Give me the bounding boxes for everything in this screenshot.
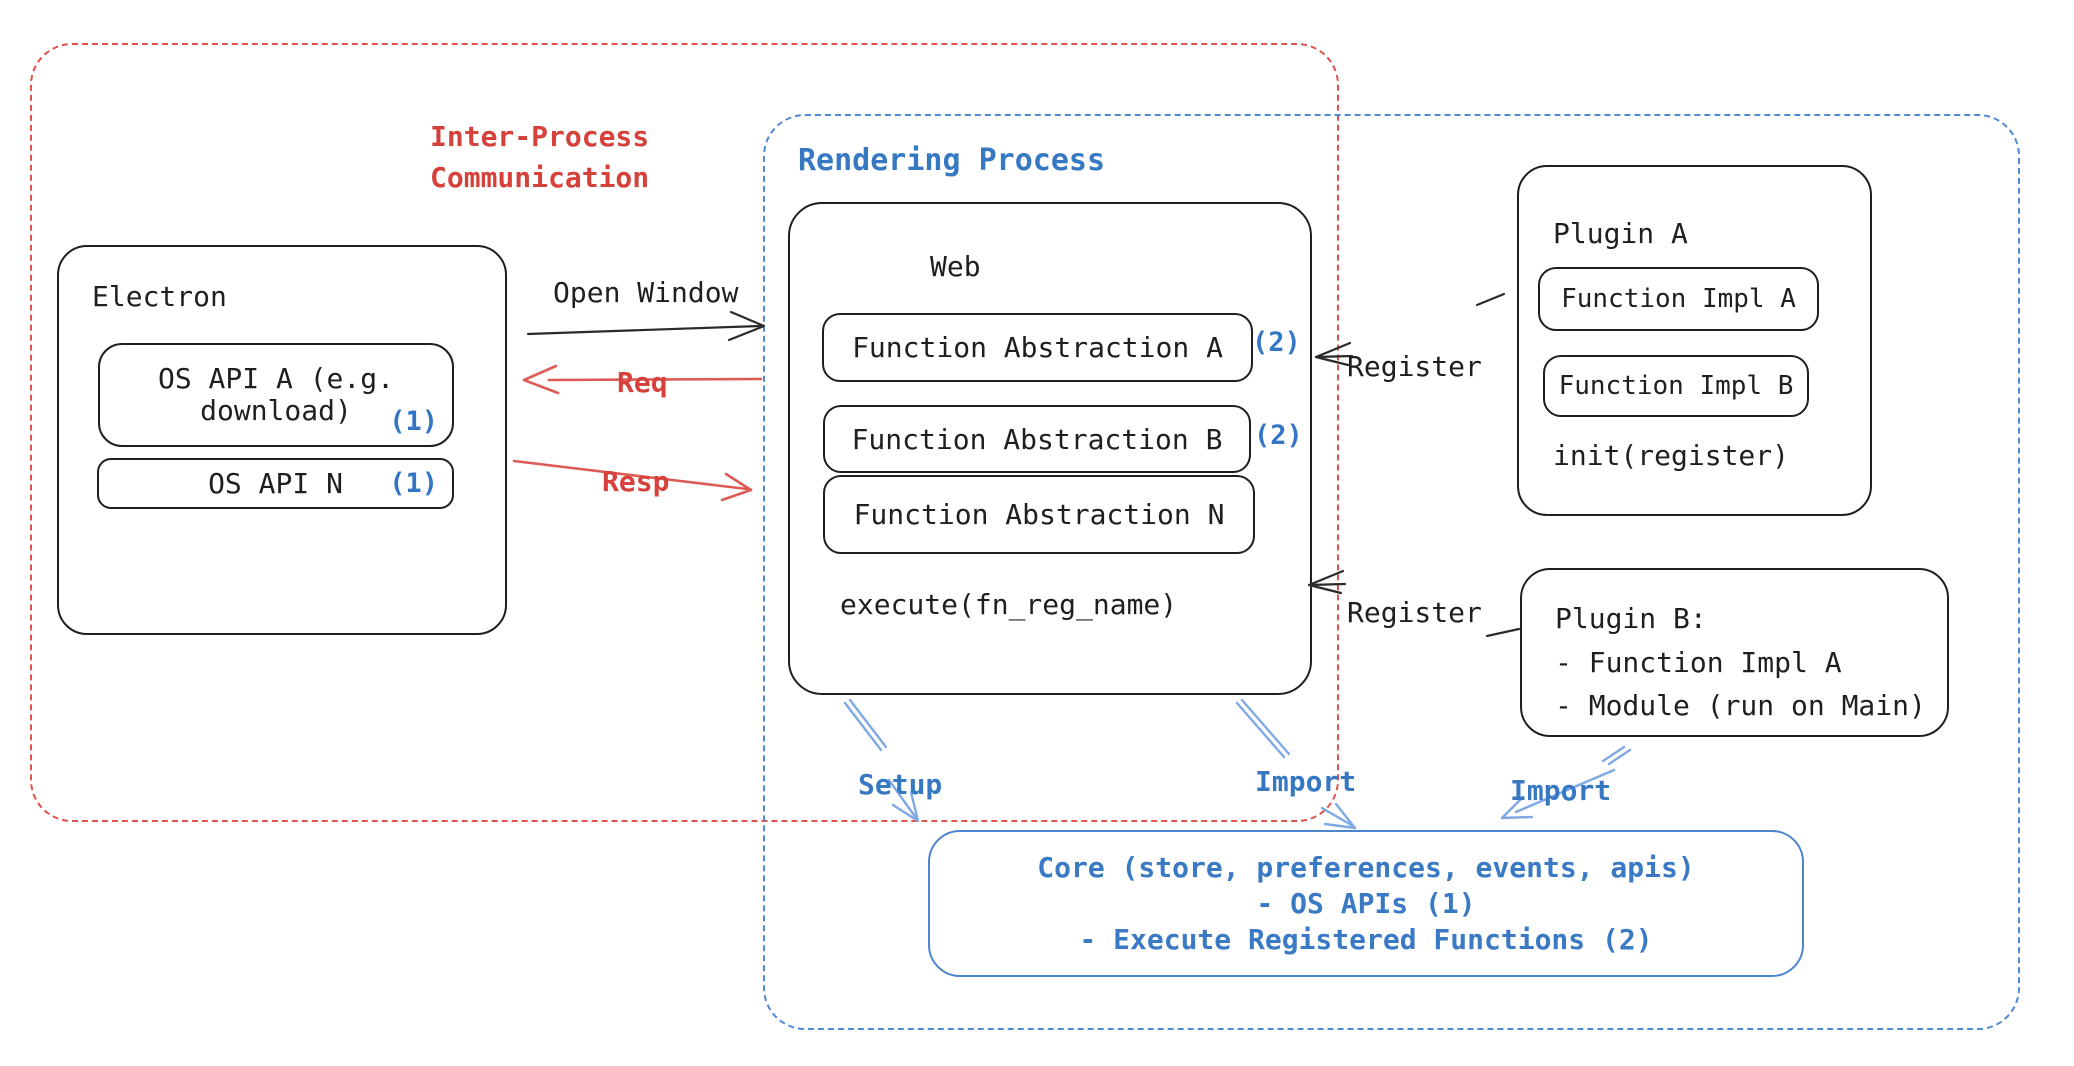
- function-impl-a-box: Function Impl A: [1538, 267, 1819, 331]
- function-abstraction-n-label: Function Abstraction N: [853, 498, 1225, 531]
- function-abstraction-b-box: Function Abstraction B: [823, 405, 1251, 473]
- os-api-n-label: OS API N: [208, 467, 343, 500]
- rendering-process-dashed-box: [763, 114, 2020, 1030]
- os-api-a-box: OS API A (e.g.download) (1): [98, 343, 454, 447]
- plugin-b-text: Plugin B: - Function Impl A - Module (run …: [1555, 597, 1926, 728]
- electron-title: Electron: [92, 280, 227, 313]
- core-line1: Core (store, preferences, events, apis): [1037, 850, 1695, 884]
- core-line2: - OS APIs (1): [1256, 886, 1476, 920]
- os-api-n-badge: (1): [389, 468, 438, 499]
- import-web-label: Import: [1255, 765, 1357, 798]
- req-label: Req: [617, 366, 668, 399]
- ipc-label-line2: Communication: [430, 161, 650, 194]
- ipc-label-line1: Inter-Process: [430, 120, 650, 153]
- os-api-n-box: OS API N (1): [97, 458, 454, 509]
- register-bottom-label: Register: [1347, 596, 1482, 629]
- plugin-b-line3: - Module (run on Main): [1555, 689, 1926, 722]
- os-api-a-line2: download): [200, 394, 352, 427]
- function-impl-b-box: Function Impl B: [1543, 355, 1809, 417]
- setup-label: Setup: [858, 768, 943, 801]
- function-abstraction-a-label: Function Abstraction A: [852, 331, 1223, 364]
- init-register-label: init(register): [1553, 439, 1790, 472]
- resp-label: Resp: [602, 465, 670, 498]
- core-line3: - Execute Registered Functions (2): [1079, 922, 1653, 956]
- function-impl-a-label: Function Impl A: [1561, 284, 1796, 314]
- web-title: Web: [930, 250, 981, 283]
- import-plugin-label: Import: [1510, 774, 1612, 807]
- rendering-process-label: Rendering Process: [798, 143, 1106, 178]
- function-abstraction-a-badge: (2): [1252, 327, 1301, 358]
- os-api-a-badge: (1): [389, 406, 438, 437]
- function-abstraction-n-box: Function Abstraction N: [823, 475, 1255, 554]
- plugin-b-box: [1520, 568, 1949, 737]
- plugin-a-title: Plugin A: [1553, 217, 1688, 250]
- ipc-dashed-box: [30, 43, 1339, 822]
- function-abstraction-a-box: Function Abstraction A: [822, 313, 1253, 382]
- os-api-a-line1: OS API A (e.g.: [157, 362, 394, 395]
- os-api-a-label: OS API A (e.g.download): [158, 363, 394, 427]
- plugin-b-line2: - Function Impl A: [1555, 645, 1842, 679]
- function-impl-b-label: Function Impl B: [1558, 371, 1794, 401]
- plugin-b-line1: Plugin B:: [1555, 602, 1707, 635]
- execute-label: execute(fn_reg_name): [840, 588, 1178, 621]
- function-abstraction-b-label: Function Abstraction B: [851, 422, 1223, 456]
- register-top-label: Register: [1347, 350, 1482, 383]
- core-box: Core (store, preferences, events, apis) …: [928, 830, 1804, 977]
- function-abstraction-b-badge: (2): [1254, 420, 1303, 451]
- open-window-label: Open Window: [553, 276, 739, 309]
- plugin-a-box: [1517, 165, 1872, 516]
